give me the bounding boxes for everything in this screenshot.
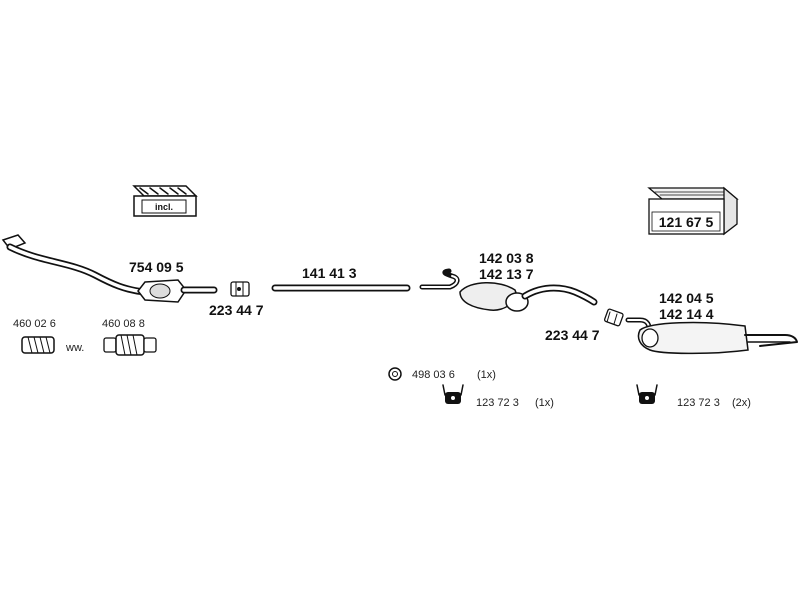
hanger-2-qty: (2x) (732, 397, 751, 409)
mount-ring-number: 498 03 6 (412, 369, 455, 381)
hanger-1-number: 123 72 3 (476, 397, 519, 409)
clamp-2 (604, 308, 624, 327)
ww-note: ww. (65, 342, 84, 354)
mount-ring-qty: (1x) (477, 369, 496, 381)
flex-pipe-2-number: 460 08 8 (102, 318, 145, 330)
mount-ring-icon (388, 367, 402, 381)
rear-silencer (625, 317, 798, 355)
kit-box-left: incl. (132, 185, 198, 217)
rear-silencer-number-a: 142 04 5 (659, 290, 714, 306)
flex-pipe-1-number: 460 02 6 (13, 318, 56, 330)
hanger-2-icon (636, 384, 658, 404)
middle-pipe-number: 141 41 3 (302, 265, 357, 281)
kit-box-left-label: incl. (155, 202, 173, 212)
kit-box-right-label: 121 67 5 (659, 214, 714, 230)
clamp-1 (230, 281, 250, 297)
flex-pipe-2 (103, 334, 157, 356)
flex-pipe-1 (21, 336, 55, 354)
hanger-1-icon (442, 384, 464, 404)
hanger-2-number: 123 72 3 (677, 397, 720, 409)
kit-box-right: 121 67 5 (647, 186, 739, 236)
center-silencer (419, 268, 598, 312)
center-silencer-number-b: 142 13 7 (479, 266, 534, 282)
clamp-1-number: 223 44 7 (209, 302, 264, 318)
center-silencer-number-a: 142 03 8 (479, 250, 534, 266)
rear-silencer-number-b: 142 14 4 (659, 306, 714, 322)
clamp-2-number: 223 44 7 (545, 327, 600, 343)
front-pipe-catalyst (1, 234, 218, 303)
hanger-1-qty: (1x) (535, 397, 554, 409)
front-pipe-number: 754 09 5 (129, 259, 184, 275)
